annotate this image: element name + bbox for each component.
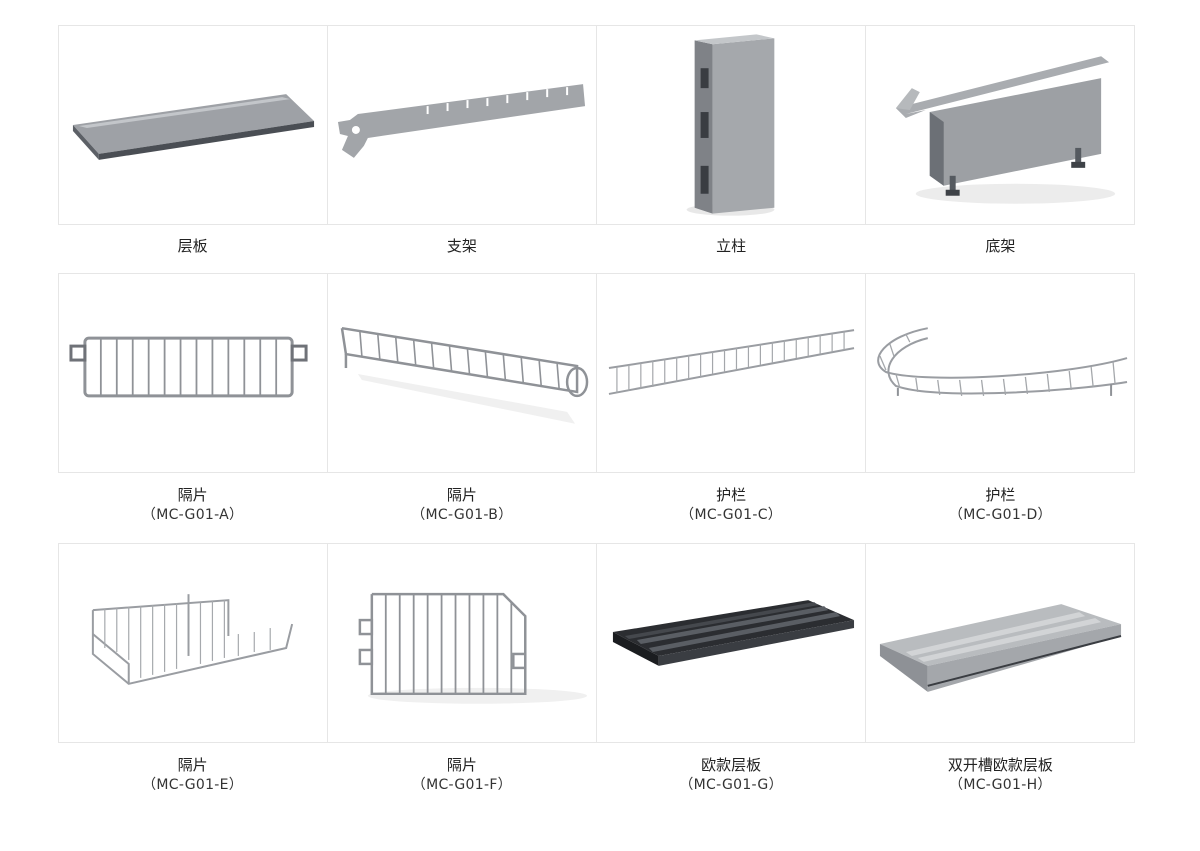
product-caption: 隔片 （MC-G01-B） [327, 485, 596, 525]
product-card-divider-f[interactable] [328, 544, 597, 742]
product-card-double-slot-euro-shelf-h[interactable] [866, 544, 1134, 742]
product-name: 护栏 [716, 486, 747, 504]
caption-row-2: 隔片 （MC-G01-A） 隔片 （MC-G01-B） 护栏 （MC-G01-C… [58, 485, 1135, 525]
product-caption: 底架 [866, 236, 1135, 256]
euro-shelf-g-image [612, 600, 855, 666]
product-name: 层板 [177, 237, 208, 255]
product-card-upright-post[interactable] [597, 26, 866, 224]
product-card-rail-d[interactable] [866, 274, 1134, 472]
shelf-board-image [72, 94, 315, 160]
divider-a-image [69, 336, 308, 398]
caption-row-1: 层板 支架 立柱 底架 [58, 236, 1135, 256]
product-model: （MC-G01-E） [142, 777, 244, 793]
rail-c-image [608, 329, 855, 395]
product-name: 隔片 [177, 486, 208, 504]
base-frame-image [895, 56, 1116, 204]
product-card-divider-b[interactable] [328, 274, 597, 472]
product-model: （MC-G01-C） [680, 507, 783, 523]
product-caption: 欧款层板 （MC-G01-G） [597, 755, 866, 795]
product-caption: 隔片 （MC-G01-A） [58, 485, 327, 525]
product-card-divider-e[interactable] [59, 544, 328, 742]
product-caption: 隔片 （MC-G01-F） [327, 755, 596, 795]
product-row-3 [58, 543, 1135, 743]
rail-d-image [877, 327, 1128, 396]
upright-post-image [686, 34, 775, 216]
divider-e-image [91, 594, 294, 685]
product-name: 双开槽欧款层板 [947, 756, 1053, 774]
product-row-1 [58, 25, 1135, 225]
product-name: 支架 [446, 237, 477, 255]
product-card-shelf-board[interactable] [59, 26, 328, 224]
caption-row-3: 隔片 （MC-G01-E） 隔片 （MC-G01-F） 欧款层板 （MC-G01… [58, 755, 1135, 795]
product-card-base-frame[interactable] [866, 26, 1134, 224]
product-caption: 层板 [58, 236, 327, 256]
double-slot-euro-shelf-h-image [879, 604, 1122, 692]
product-caption: 双开槽欧款层板 （MC-G01-H） [866, 755, 1135, 795]
product-caption: 支架 [327, 236, 596, 256]
product-model: （MC-G01-G） [679, 777, 783, 793]
product-name: 隔片 [446, 486, 477, 504]
product-card-rail-c[interactable] [597, 274, 866, 472]
product-name: 欧款层板 [701, 756, 762, 774]
product-name: 隔片 [177, 756, 208, 774]
product-row-2 [58, 273, 1135, 473]
product-caption: 立柱 [597, 236, 866, 256]
product-model: （MC-G01-F） [411, 777, 512, 793]
product-model: （MC-G01-H） [949, 777, 1052, 793]
product-name: 隔片 [446, 756, 477, 774]
product-model: （MC-G01-D） [948, 507, 1052, 523]
product-name: 护栏 [985, 486, 1016, 504]
product-caption: 护栏 （MC-G01-D） [866, 485, 1135, 525]
product-caption: 护栏 （MC-G01-C） [597, 485, 866, 525]
product-card-euro-shelf-g[interactable] [597, 544, 866, 742]
product-name: 底架 [985, 237, 1016, 255]
product-card-bracket[interactable] [328, 26, 597, 224]
divider-b-image [340, 326, 589, 424]
product-card-divider-a[interactable] [59, 274, 328, 472]
bracket-image [337, 84, 586, 158]
product-model: （MC-G01-B） [411, 507, 513, 523]
product-model: （MC-G01-A） [141, 507, 244, 523]
divider-f-image [358, 592, 588, 704]
product-caption: 隔片 （MC-G01-E） [58, 755, 327, 795]
product-name: 立柱 [716, 237, 747, 255]
